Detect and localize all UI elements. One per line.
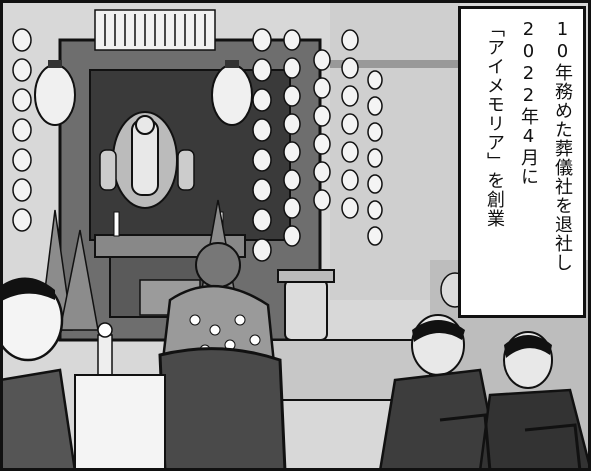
caption-line-1: 10年務めた葬儀社を退社し xyxy=(552,19,573,272)
caption-box: 10年務めた葬儀社を退社し 2022年4月に 「アイメモリア」を創業 xyxy=(458,6,586,318)
mourner-left-man xyxy=(0,277,77,471)
display-table xyxy=(74,374,166,471)
mourners-right xyxy=(378,272,591,471)
incense-burner xyxy=(277,269,335,341)
folding-chairs xyxy=(439,413,582,471)
flower-garlands xyxy=(12,28,383,262)
chair-back xyxy=(158,347,287,471)
caption-line-3: 「アイメモリア」を創業 xyxy=(484,19,505,228)
caption-line-2: 2022年4月に xyxy=(518,19,539,186)
small-vase xyxy=(97,322,113,376)
lanterns xyxy=(34,60,253,126)
hanging-fringe xyxy=(94,9,216,51)
